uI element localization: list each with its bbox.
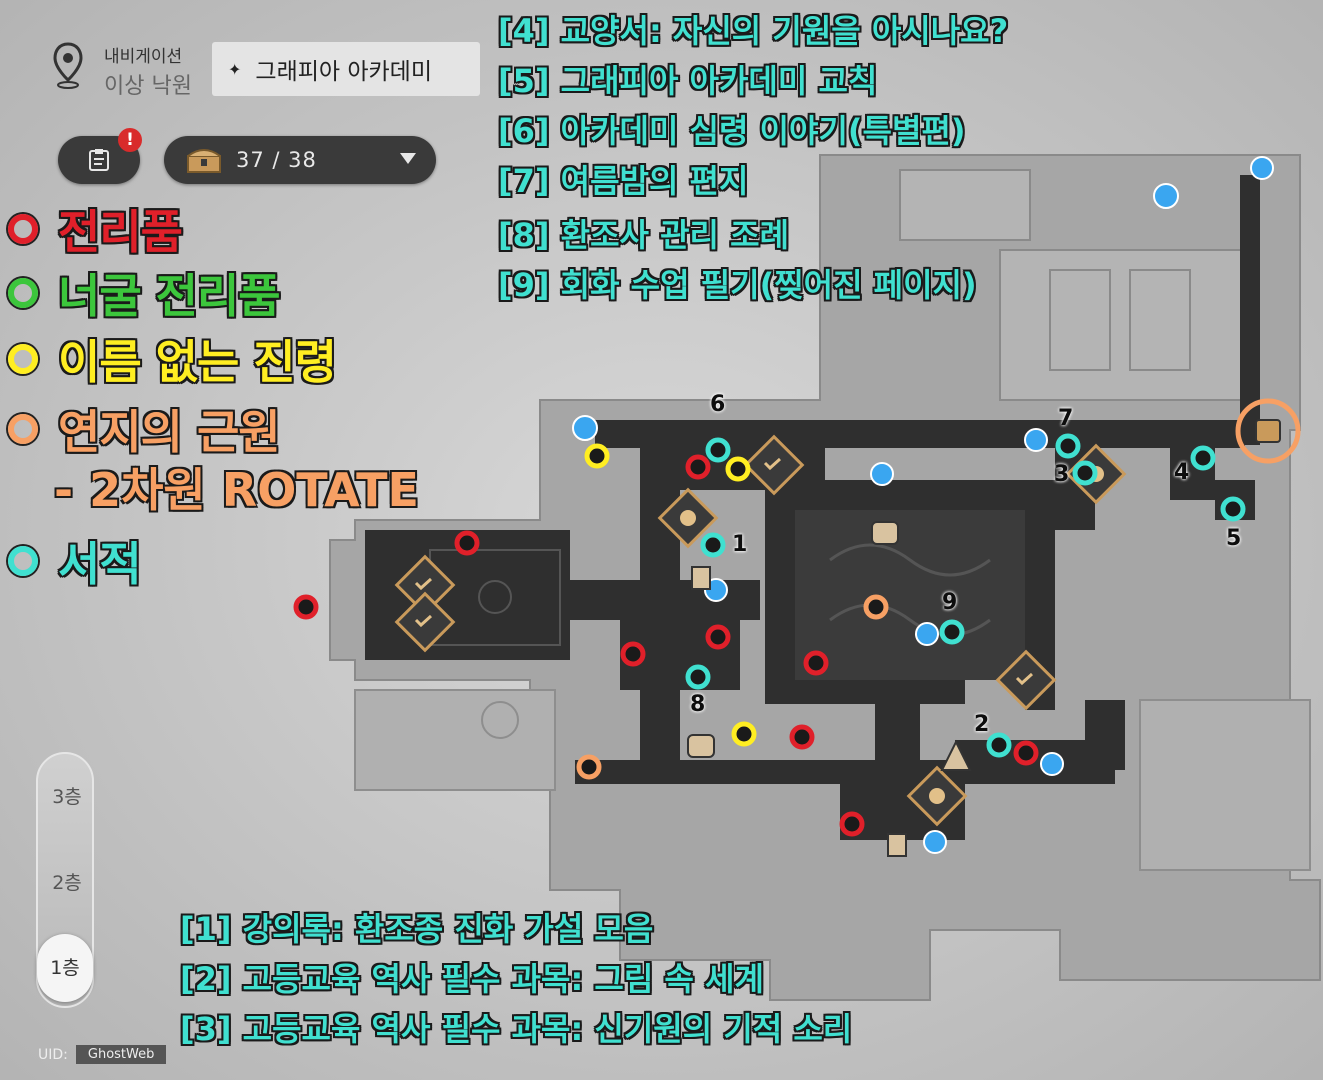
lower-wing (354, 689, 1311, 871)
book-caption-9: [9] 회화 수업 필기(찢어진 페이지) (498, 266, 977, 304)
misc-icons (687, 521, 972, 857)
map-number-6: 6 (710, 392, 726, 417)
map-number-9: 9 (942, 590, 958, 615)
uid-display: UID: GhostWeb (38, 1045, 167, 1064)
map-number-1: 1 (732, 532, 748, 557)
spirit-markers (584, 443, 757, 747)
legend-item-rouge: 연지의 근원 (8, 396, 281, 462)
map-pin-icon (53, 42, 83, 89)
legend-label: 이름 없는 진령 (58, 335, 337, 389)
book-caption-1: [1] 강의록: 환조종 진화 가설 모음 (180, 910, 654, 948)
court-area (899, 169, 1251, 401)
area-selector[interactable]: ✦ 그래피아 아카데미 (212, 42, 480, 96)
map-number-2: 2 (974, 712, 990, 737)
floor-button-3[interactable]: 3층 (52, 786, 82, 808)
map-number-7: 7 (1058, 406, 1074, 431)
book-caption-7: [7] 여름밤의 편지 (498, 162, 749, 200)
chevron-down-icon (400, 153, 416, 164)
book-caption-6: [6] 아카데미 심령 이야기(특별편) (498, 112, 966, 150)
quest-icon (89, 149, 109, 171)
legend-sub-label: - 2차원 ROTATE (54, 463, 419, 517)
book-markers (685, 433, 1246, 758)
legend-label: 너굴 전리품 (58, 269, 281, 323)
loot-markers (293, 454, 1039, 837)
legend-ring-rouge (8, 414, 38, 444)
legend-ring-raccoon (8, 278, 38, 308)
legend-item-book: 서적 (8, 528, 142, 594)
legend-label: 연지의 근원 (58, 405, 281, 459)
world-name[interactable]: 이상 낙원 (104, 74, 192, 99)
map-number-4: 4 (1174, 460, 1190, 485)
floor-button-2[interactable]: 2층 (52, 872, 82, 894)
legend-item-spirit: 이름 없는 진령 (8, 326, 337, 392)
navigation-label: 내비게이션 (104, 47, 183, 67)
quest-button[interactable]: ! (58, 128, 142, 184)
highlight-marker (1235, 398, 1301, 464)
courtyard (795, 510, 1025, 680)
book-caption-5: [5] 그래피아 아카데미 교칙 (498, 62, 878, 100)
legend-label: 서적 (58, 537, 142, 591)
rouge-markers (576, 594, 889, 780)
chest-icon (187, 149, 221, 173)
uid-value: GhostWeb (75, 1045, 167, 1064)
floor-button-1-active[interactable]: 1층 (37, 934, 93, 1002)
legend-item-raccoon-loot: 너굴 전리품 (8, 260, 281, 326)
book-caption-8: [8] 환조사 관리 조례 (498, 216, 790, 254)
legend-ring-loot (8, 214, 38, 244)
sparkle-icon: ✦ (228, 59, 242, 79)
legend-ring-book (8, 546, 38, 576)
book-caption-2: [2] 고등교육 역사 필수 과목: 그림 속 세계 (180, 960, 764, 998)
map-number-8: 8 (690, 692, 706, 717)
map-number-3: 3 (1054, 462, 1070, 487)
book-caption-4: [4] 교양서: 자신의 기원을 아시나요? (498, 12, 1009, 50)
uid-label: UID: (38, 1046, 68, 1063)
book-caption-3: [3] 고등교육 역사 필수 과목: 신기원의 기적 소리 (180, 1010, 853, 1048)
alert-badge-icon: ! (118, 128, 142, 152)
chest-counter-dropdown[interactable]: 37 / 38 (164, 136, 436, 184)
chest-count: 37 / 38 (236, 148, 317, 172)
map-number-5: 5 (1226, 526, 1242, 551)
area-name: 그래피아 아카데미 (255, 59, 432, 85)
legend-label: 전리품 (58, 205, 183, 259)
legend-ring-spirit (8, 344, 38, 374)
legend-item-loot: 전리품 (8, 196, 183, 262)
teleport-markers (572, 156, 1274, 854)
